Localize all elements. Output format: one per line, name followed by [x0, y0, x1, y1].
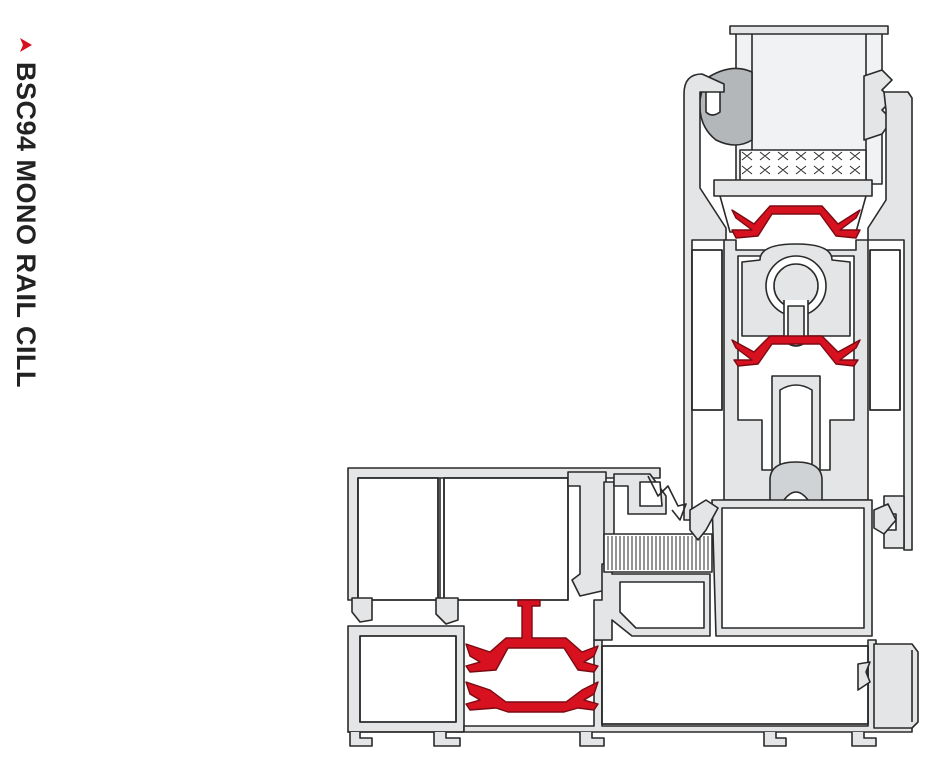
vertical-frame-profile [683, 25, 913, 551]
thermal-break-strips [465, 205, 861, 713]
chevron-right-icon [19, 38, 32, 52]
side-title: BSC94 MONO RAIL CILL [10, 38, 41, 388]
cill-profile [347, 467, 919, 747]
page-title: BSC94 MONO RAIL CILL [11, 62, 41, 389]
